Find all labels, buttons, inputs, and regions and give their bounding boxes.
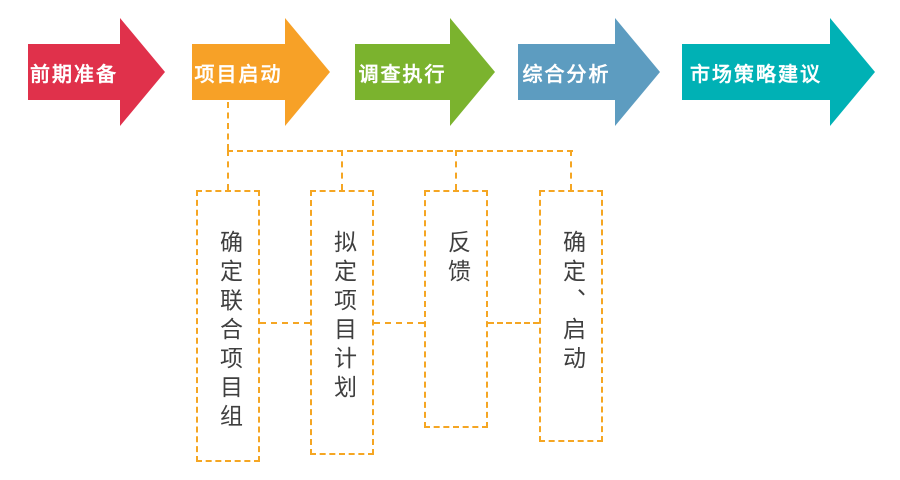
connector-box3-box4 [488,322,539,324]
flow-step-arrow-3: 调查执行 [355,18,495,126]
connector-drop-2 [341,150,343,190]
flow-step-label-2: 项目启动 [192,44,285,100]
sub-step-label-3: 反馈 [443,230,470,288]
connector-drop-3 [455,150,457,190]
sub-step-label-2: 拟定项目计划 [329,230,356,404]
arrow-head-icon [615,18,660,126]
connector-box1-box2 [260,322,310,324]
flow-step-arrow-4: 综合分析 [518,18,660,126]
sub-step-label-4: 确定、启动 [558,230,585,375]
arrow-head-icon [285,18,330,126]
flow-step-label-1: 前期准备 [28,44,120,100]
flow-step-label-3: 调查执行 [355,44,450,100]
connector-drop-1 [227,150,229,190]
flow-step-arrow-1: 前期准备 [28,18,165,126]
connector-box2-box3 [374,322,424,324]
arrow-head-icon [120,18,165,126]
arrow-head-icon [450,18,495,126]
sub-step-box-1: 确定联合项目组 [196,190,260,462]
arrow-head-icon [830,18,875,126]
flow-step-label-4: 综合分析 [518,44,615,100]
sub-step-box-2: 拟定项目计划 [310,190,374,455]
sub-step-label-1: 确定联合项目组 [215,230,242,433]
flow-step-arrow-2: 项目启动 [192,18,330,126]
connector-drop-4 [570,150,572,190]
flow-step-arrow-5: 市场策略建议 [682,18,875,126]
flow-step-label-5: 市场策略建议 [682,44,830,100]
connector-trunk-horizontal [227,150,573,152]
sub-step-box-3: 反馈 [424,190,488,428]
sub-step-box-4: 确定、启动 [539,190,603,442]
connector-stem-vertical [227,102,229,150]
